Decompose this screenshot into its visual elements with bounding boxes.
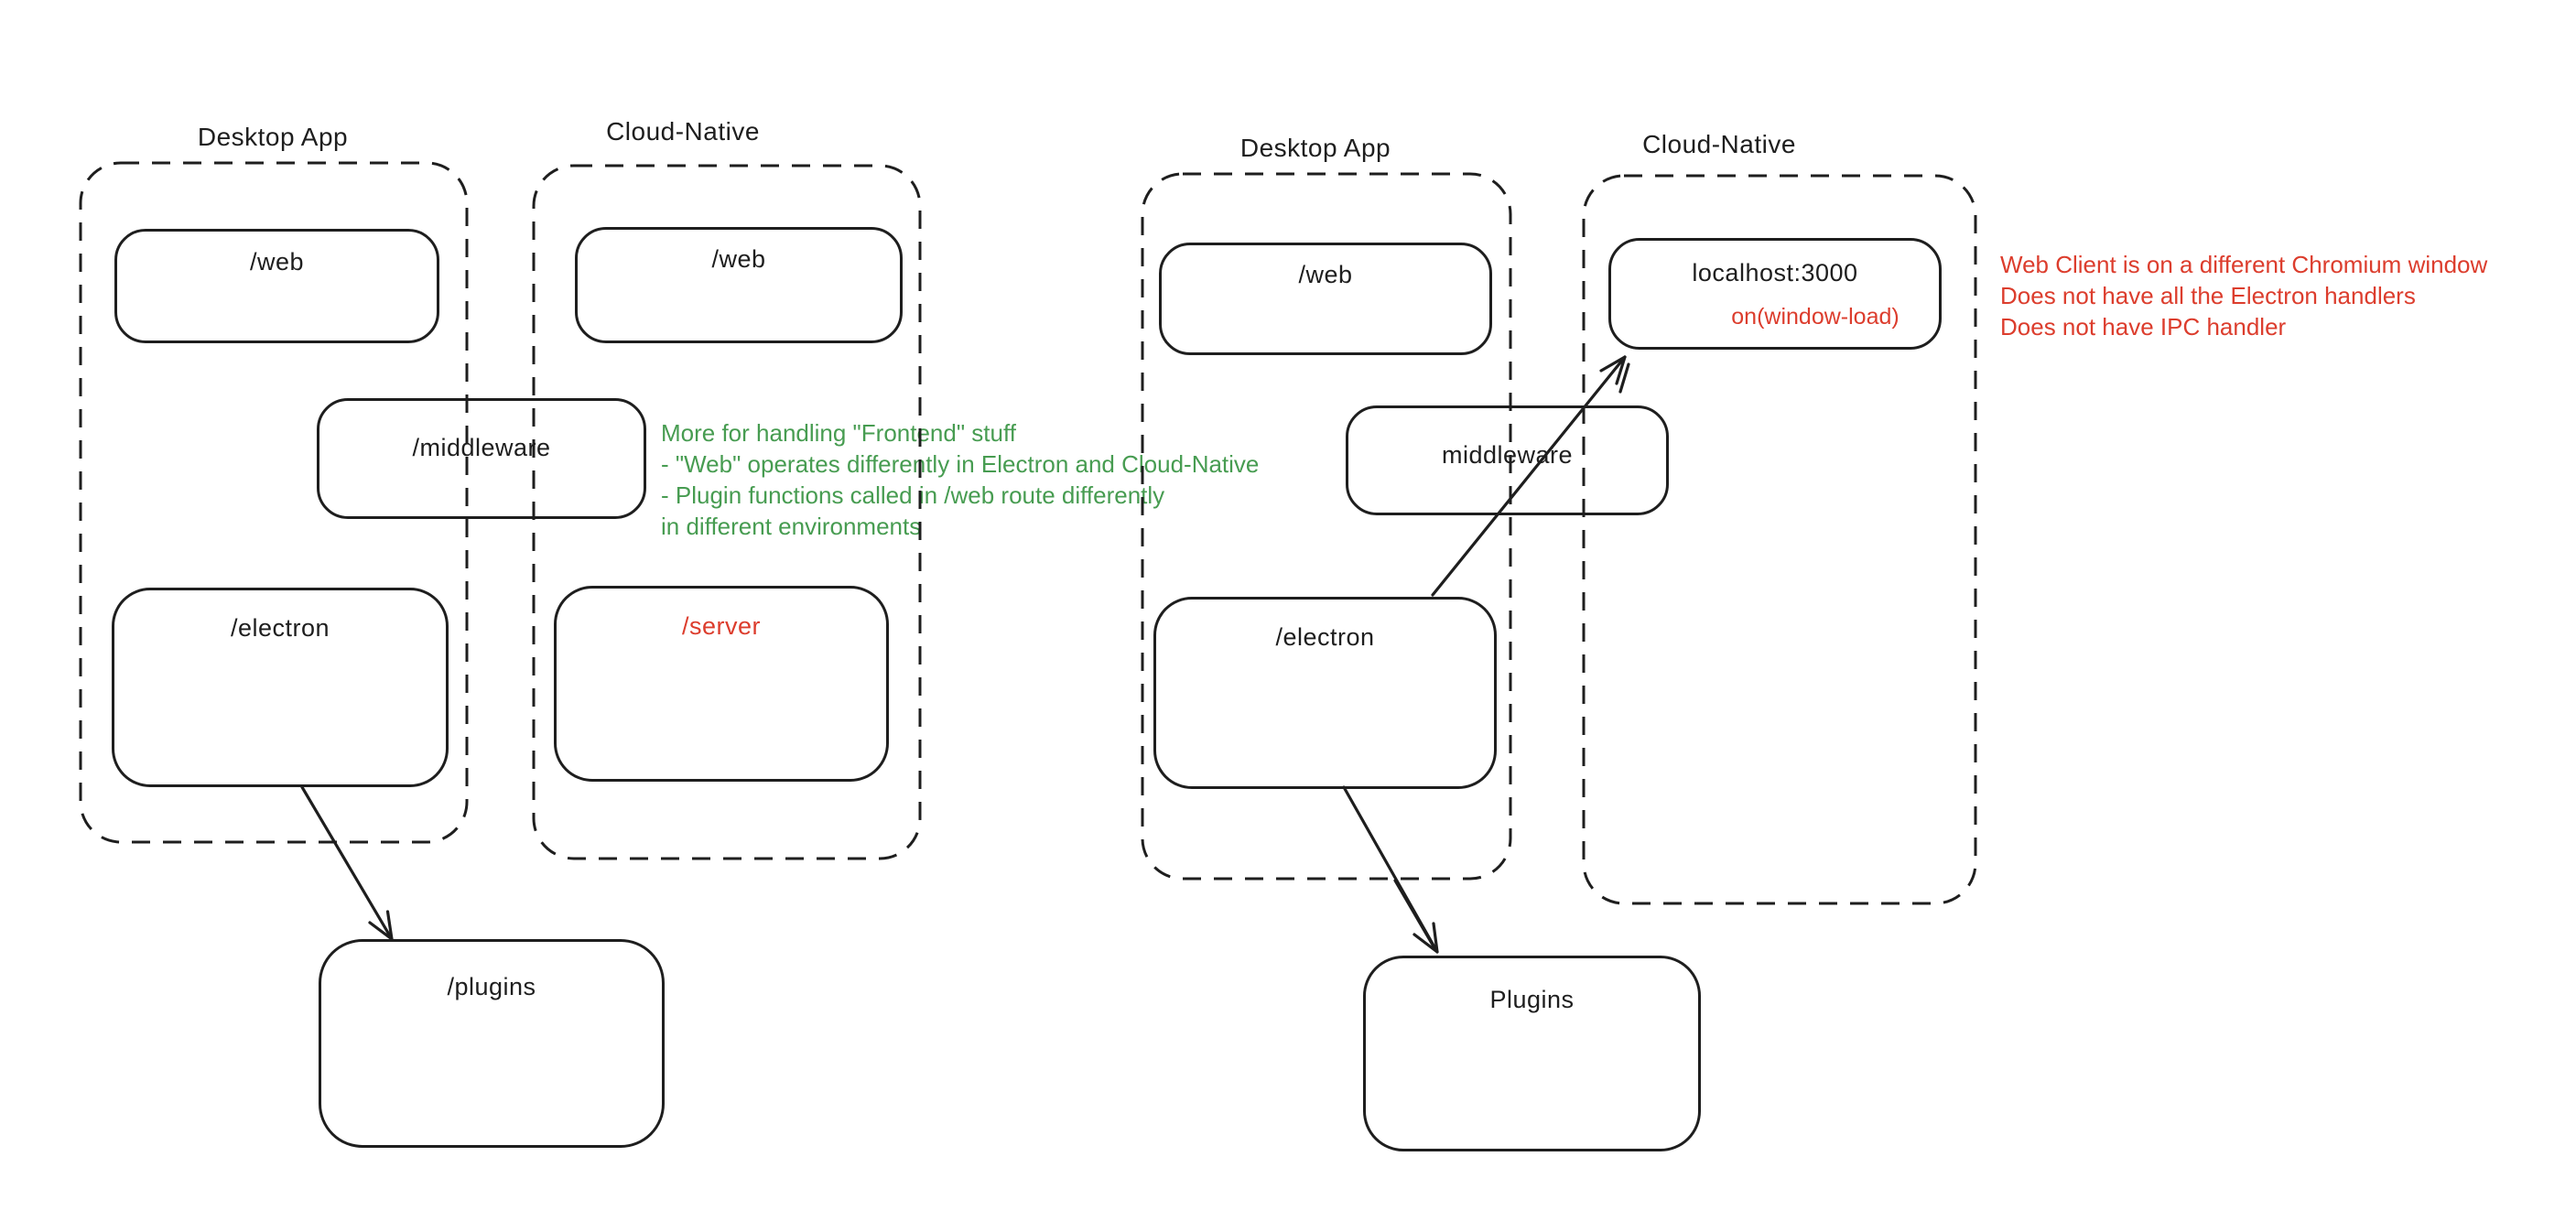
left-server-label: /server <box>681 612 762 640</box>
right-cloud-native-title: Cloud-Native <box>1642 130 1796 158</box>
left-plugins-label: /plugins <box>447 973 536 1000</box>
right-red-annotation: Web Client is on a different Chromium wi… <box>2000 249 2487 342</box>
right-arrow-electron-to-plugins[interactable] <box>1342 785 1439 954</box>
left-electron-box[interactable]: /electron <box>112 588 449 787</box>
left-middleware-label: /middleware <box>412 434 551 461</box>
right-localhost-label: localhost:3000 <box>1692 259 1858 286</box>
left-web-desktop-box[interactable]: /web <box>114 229 439 343</box>
right-middleware-box[interactable]: middleware <box>1346 405 1669 515</box>
annotation-line: More for handling "Frontend" stuff <box>661 419 1016 447</box>
right-electron-label: /electron <box>1275 623 1375 651</box>
annotation-line: Web Client is on a different Chromium wi… <box>2000 251 2488 278</box>
left-plugins-box[interactable]: /plugins <box>319 939 665 1148</box>
right-plugins-box[interactable]: Plugins <box>1363 956 1701 1151</box>
left-web-desktop-label: /web <box>249 248 305 276</box>
right-electron-box[interactable]: /electron <box>1153 597 1497 789</box>
right-middleware-label: middleware <box>1441 441 1574 469</box>
left-electron-label: /electron <box>230 614 330 642</box>
annotation-line: - Plugin functions called in /web route … <box>661 481 1165 509</box>
left-cloud-native-title: Cloud-Native <box>606 117 760 146</box>
right-on-window-load-label: on(window-load) <box>1731 304 1900 330</box>
left-arrow-electron-to-plugins[interactable] <box>300 785 394 941</box>
left-web-cloud-label: /web <box>711 245 766 273</box>
right-plugins-label: Plugins <box>1489 986 1575 1013</box>
right-web-desktop-box[interactable]: /web <box>1159 243 1492 355</box>
left-green-annotation: More for handling "Frontend" stuff - "We… <box>661 417 1259 542</box>
left-middleware-box[interactable]: /middleware <box>317 398 646 519</box>
right-localhost-box[interactable]: localhost:3000 <box>1608 238 1942 350</box>
annotation-line: Does not have all the Electron handlers <box>2000 282 2416 309</box>
left-desktop-app-title: Desktop App <box>197 123 349 151</box>
right-web-desktop-label: /web <box>1298 261 1353 288</box>
annotation-line: Does not have IPC handler <box>2000 313 2287 340</box>
right-desktop-app-title: Desktop App <box>1239 134 1391 162</box>
left-server-box[interactable]: /server <box>554 586 889 782</box>
annotation-line: - "Web" operates differently in Electron… <box>661 450 1260 478</box>
annotation-line: in different environments <box>661 513 922 540</box>
left-web-cloud-box[interactable]: /web <box>575 227 903 343</box>
